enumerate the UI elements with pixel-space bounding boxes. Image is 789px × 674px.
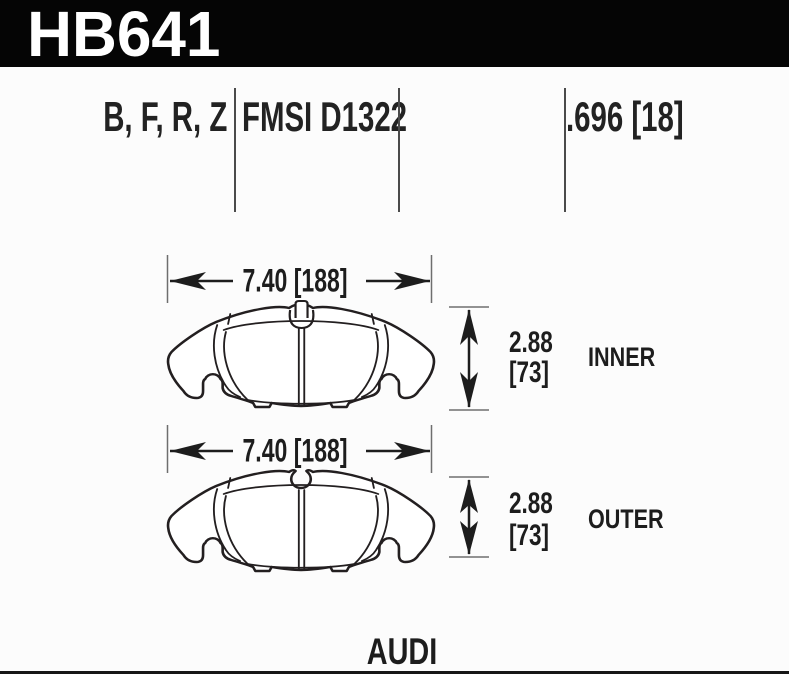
left-arrowhead-icon [170, 272, 206, 290]
inner-dimension-arrows [166, 255, 489, 411]
right-arrowhead-icon [394, 442, 430, 460]
up-arrowhead-icon [460, 479, 478, 513]
spec-divider [234, 88, 236, 212]
outer-width-dimension: 7.40 [188] [242, 432, 348, 469]
header-bar: HB641 [0, 0, 789, 67]
inner-width-dimension: 7.40 [188] [242, 262, 348, 299]
spec-divider [564, 88, 566, 212]
left-arrowhead-icon [170, 442, 206, 460]
outer-dimension-arrows [166, 425, 489, 558]
inner-side-label: INNER [588, 342, 656, 372]
outer-height-inches: 2.88 [509, 487, 553, 520]
right-arrowhead-icon [394, 272, 430, 290]
inner-height-inches: 2.88 [509, 326, 553, 359]
vehicle-name: AUDI [366, 631, 438, 672]
outer-side-label: OUTER [588, 504, 664, 534]
pad-thickness: .696 [18] [566, 93, 684, 140]
up-arrowhead-icon [460, 309, 478, 345]
center-tab [294, 300, 309, 318]
down-arrowhead-icon [460, 372, 478, 408]
outer-height-mm: [73] [509, 519, 550, 552]
inner-height-mm: [73] [509, 356, 550, 389]
bottom-edge-line [0, 671, 789, 674]
outer-pad-drawing [166, 469, 436, 573]
down-arrowhead-icon [460, 521, 478, 555]
compound-codes: B, F, R, Z [102, 93, 227, 140]
part-number: HB641 [27, 0, 221, 70]
fmsi-number: FMSI D1322 [242, 93, 408, 140]
wear-sensor-collar [288, 309, 315, 329]
spec-divider [398, 88, 400, 212]
inner-pad-drawing [166, 300, 436, 409]
